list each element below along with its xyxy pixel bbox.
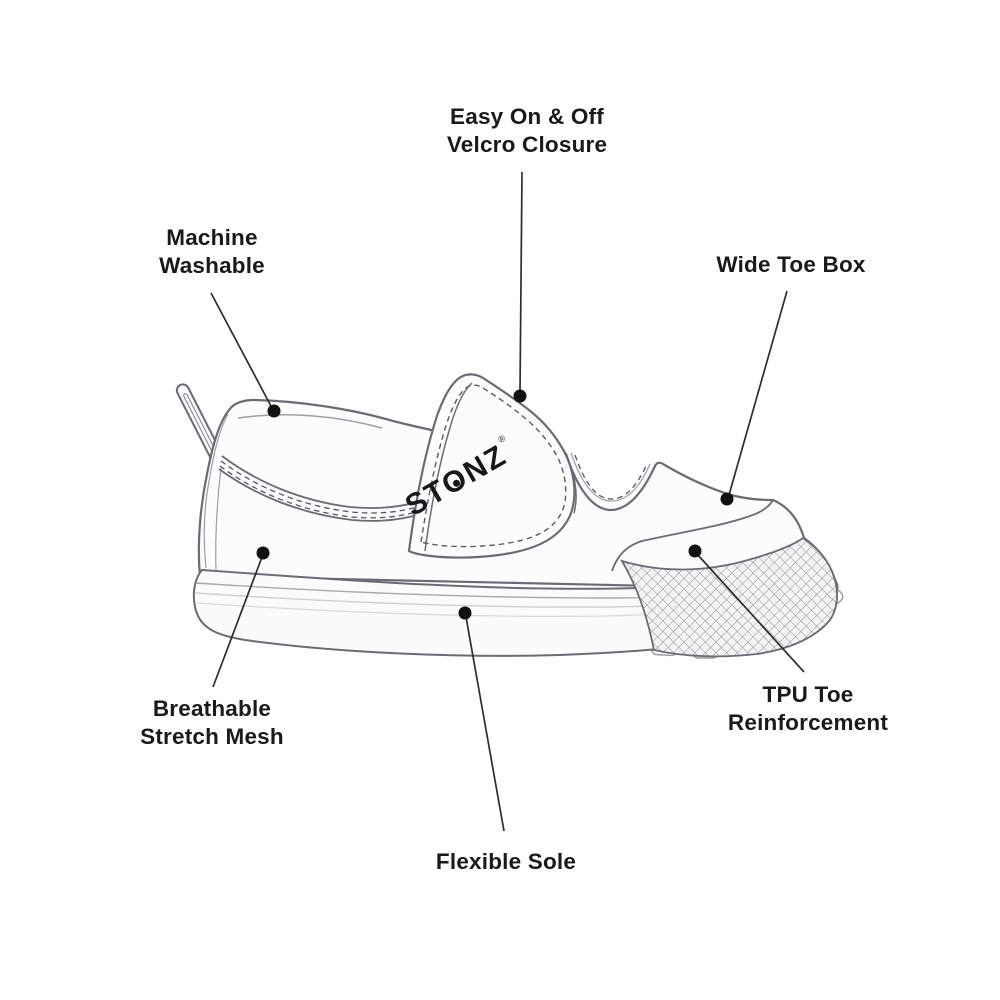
callout-label-wide-toe-box: Wide Toe Box xyxy=(716,252,866,277)
callout-label-flexible-sole: Flexible Sole xyxy=(435,849,577,874)
callout-dots xyxy=(256,389,734,620)
velcro-strap: STONZ ® xyxy=(400,373,577,559)
tpu-toe-cap xyxy=(620,536,838,658)
callout-dot-tpu-toe xyxy=(688,544,702,558)
leader-line-flexible-sole xyxy=(465,616,505,832)
callout-dot-breathable-mesh xyxy=(256,546,270,560)
leader-line-wide-toe-box xyxy=(728,290,788,496)
leader-line-breathable-mesh xyxy=(212,556,263,688)
toe-box-seam xyxy=(611,499,774,572)
callout-label-machine-washable: Machine Washable xyxy=(159,225,265,278)
callout-label-velcro-closure: Easy On & Off Velcro Closure xyxy=(446,104,608,157)
callout-label-tpu-toe-reinforcement: TPU Toe Reinforcement xyxy=(727,682,889,735)
collar-stitching xyxy=(203,413,651,573)
callout-dot-wide-toe-box xyxy=(720,492,734,506)
stonz-logo-o-dot-icon xyxy=(453,479,461,487)
leader-lines xyxy=(210,171,805,832)
leader-line-machine-washable xyxy=(210,292,273,409)
leader-line-tpu-toe xyxy=(696,553,805,673)
callout-label-breathable-stretch-mesh: Breathable Stretch Mesh xyxy=(140,696,284,749)
callout-dot-velcro xyxy=(513,389,527,403)
callout-dot-flexible-sole xyxy=(458,606,472,620)
leader-line-velcro xyxy=(519,171,523,393)
callout-dot-machine-washable xyxy=(267,404,281,418)
stonz-logo-registered-mark: ® xyxy=(496,433,507,445)
